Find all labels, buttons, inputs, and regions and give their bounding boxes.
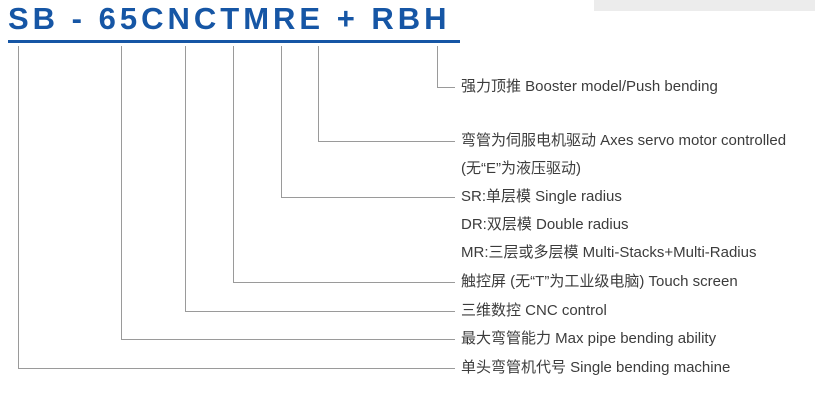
title-underline	[8, 40, 460, 43]
callout-cnc-control: 三维数控 CNC control	[461, 302, 607, 319]
leader-t-vertical	[233, 46, 234, 282]
callout-touch-screen: 触控屏 (无“T”为工业级电脑) Touch screen	[461, 273, 738, 290]
callout-multi-radius: MR:三层或多层模 Multi-Stacks+Multi-Radius	[461, 244, 757, 261]
callout-single-bending: 单头弯管机代号 Single bending machine	[461, 359, 731, 376]
leader-cnc-vertical	[185, 46, 186, 311]
callout-bending-ability: 最大弯管能力 Max pipe bending ability	[461, 330, 717, 347]
leader-e-vertical	[318, 46, 319, 141]
leader-rbh-vertical	[437, 46, 438, 87]
callout-double-radius: DR:双层模 Double radius	[461, 216, 629, 233]
callout-servo-motor-note: (无“E”为液压驱动)	[461, 160, 581, 177]
leader-sb-horizontal	[18, 368, 455, 369]
leader-65-vertical	[121, 46, 122, 339]
callout-servo-motor: 弯管为伺服电机驱动 Axes servo motor controlled	[461, 132, 787, 149]
model-code-title: SB - 65CNCTMRE + RBH	[8, 1, 451, 36]
leader-t-horizontal	[233, 282, 455, 283]
leader-mr-vertical	[281, 46, 282, 197]
top-right-strip	[594, 0, 815, 11]
leader-mr-horizontal	[281, 197, 455, 198]
leader-cnc-horizontal	[185, 311, 455, 312]
callout-booster-model: 强力顶推 Booster model/Push bending	[461, 78, 718, 95]
leader-e-horizontal	[318, 141, 455, 142]
leader-rbh-horizontal	[437, 87, 455, 88]
leader-65-horizontal	[121, 339, 455, 340]
callout-single-radius: SR:单层模 Single radius	[461, 188, 622, 205]
leader-sb-vertical	[18, 46, 19, 368]
